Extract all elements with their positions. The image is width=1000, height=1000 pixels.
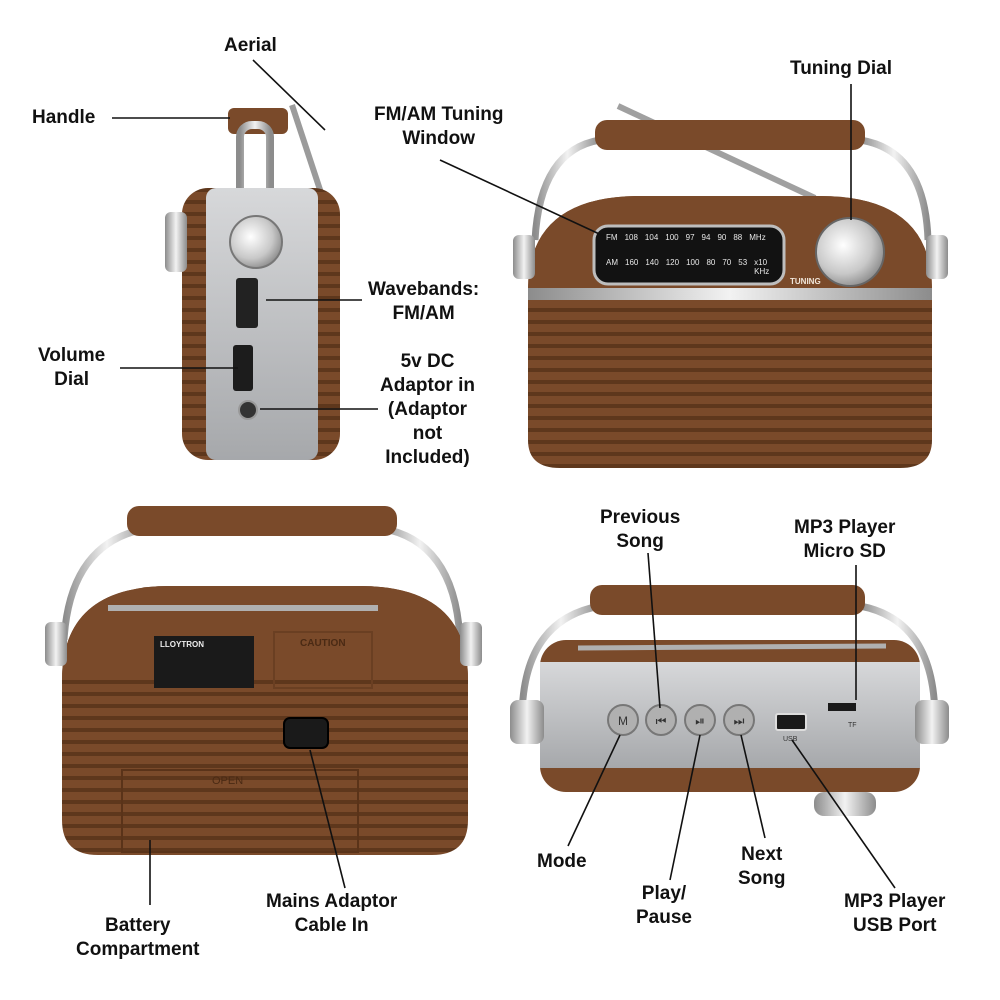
dc-jack — [238, 400, 258, 420]
usb-port-label: MP3 Player USB Port — [844, 891, 946, 936]
front-trim — [528, 288, 932, 300]
side-view-radio — [165, 104, 340, 460]
callout-lines — [112, 59, 896, 905]
fm-scale-6: 88 — [733, 233, 743, 242]
caution-plate — [273, 631, 373, 689]
brand-text: LLOYTRON — [160, 640, 204, 649]
am-scale-1: 140 — [645, 258, 659, 267]
fm-band-label: FM — [606, 233, 618, 242]
tuning-window — [592, 224, 786, 286]
side-hinge — [165, 212, 187, 272]
next-song-label: Next Song — [738, 844, 786, 889]
front-view-radio — [513, 103, 948, 468]
svg-text:M: M — [618, 714, 628, 728]
fm-scale-2: 100 — [665, 233, 679, 242]
controls-view-radio: M ⏮ ⏯ ⏭ — [510, 585, 949, 816]
front-handle — [595, 120, 865, 150]
fm-scale-5: 90 — [717, 233, 727, 242]
svg-text:⏮: ⏮ — [656, 714, 667, 728]
fm-am-window-label: FM/AM Tuning Window — [374, 104, 504, 149]
dial-am-row: AM 160 140 120 100 80 70 53 x10 KHz — [606, 258, 781, 276]
fm-scale-0: 108 — [624, 233, 638, 242]
svg-text:⏭: ⏭ — [734, 714, 745, 728]
tuning-text: TUNING — [790, 277, 821, 286]
tuning-dial-label: Tuning Dial — [790, 58, 893, 79]
am-scale-6: 53 — [738, 258, 748, 267]
play-pause-label: Play/ Pause — [636, 883, 692, 928]
mode-label: Mode — [537, 851, 587, 872]
battery-label: Battery Compartment — [76, 915, 200, 960]
tuning-knob — [815, 217, 885, 287]
sd-slot-shape — [828, 703, 856, 711]
handle-pivot — [229, 215, 283, 269]
am-unit: x10 KHz — [754, 258, 770, 276]
tf-label-text: TF — [848, 722, 857, 729]
aerial-label: Aerial — [224, 35, 277, 56]
dc-adaptor-label: 5v DC Adaptor in (Adaptor not Included) — [380, 351, 475, 468]
volume-dial-label: Volume Dial — [38, 345, 106, 390]
back-handle — [127, 506, 397, 536]
am-band-label: AM — [606, 258, 618, 267]
caution-text: CAUTION — [300, 638, 346, 649]
fm-scale-4: 94 — [701, 233, 711, 242]
mains-label: Mains Adaptor Cable In — [266, 891, 398, 936]
usb-port-shape — [775, 713, 807, 731]
volume-wheel — [233, 345, 253, 391]
waveband-switch — [236, 278, 258, 328]
am-scale-0: 160 — [625, 258, 639, 267]
usb-label-text: USB — [783, 736, 798, 743]
front-aerial — [616, 103, 817, 201]
previous-song-label: Previous Song — [600, 507, 681, 552]
am-scale-5: 70 — [722, 258, 732, 267]
controls-handle — [590, 585, 865, 615]
wavebands-label: Wavebands: FM/AM — [368, 279, 480, 324]
tuning-knob-bottom — [814, 792, 876, 816]
micro-sd-label: MP3 Player Micro SD — [794, 517, 896, 562]
open-text: OPEN — [212, 775, 244, 787]
mode-button-shape — [607, 704, 639, 736]
spec-plate — [154, 636, 254, 688]
fm-unit: MHz — [749, 233, 766, 242]
svg-text:⏯: ⏯ — [695, 714, 705, 728]
battery-door — [121, 769, 359, 853]
am-scale-4: 80 — [706, 258, 716, 267]
am-scale-2: 120 — [665, 258, 680, 267]
fm-scale-3: 97 — [685, 233, 695, 242]
handle-label: Handle — [32, 107, 96, 128]
am-scale-3: 100 — [686, 258, 700, 267]
fm-scale-1: 104 — [644, 233, 659, 242]
back-view-radio — [45, 506, 482, 855]
mains-socket — [283, 717, 329, 749]
dial-fm-row: FM 108 104 100 97 94 90 88 MHz — [606, 233, 776, 242]
